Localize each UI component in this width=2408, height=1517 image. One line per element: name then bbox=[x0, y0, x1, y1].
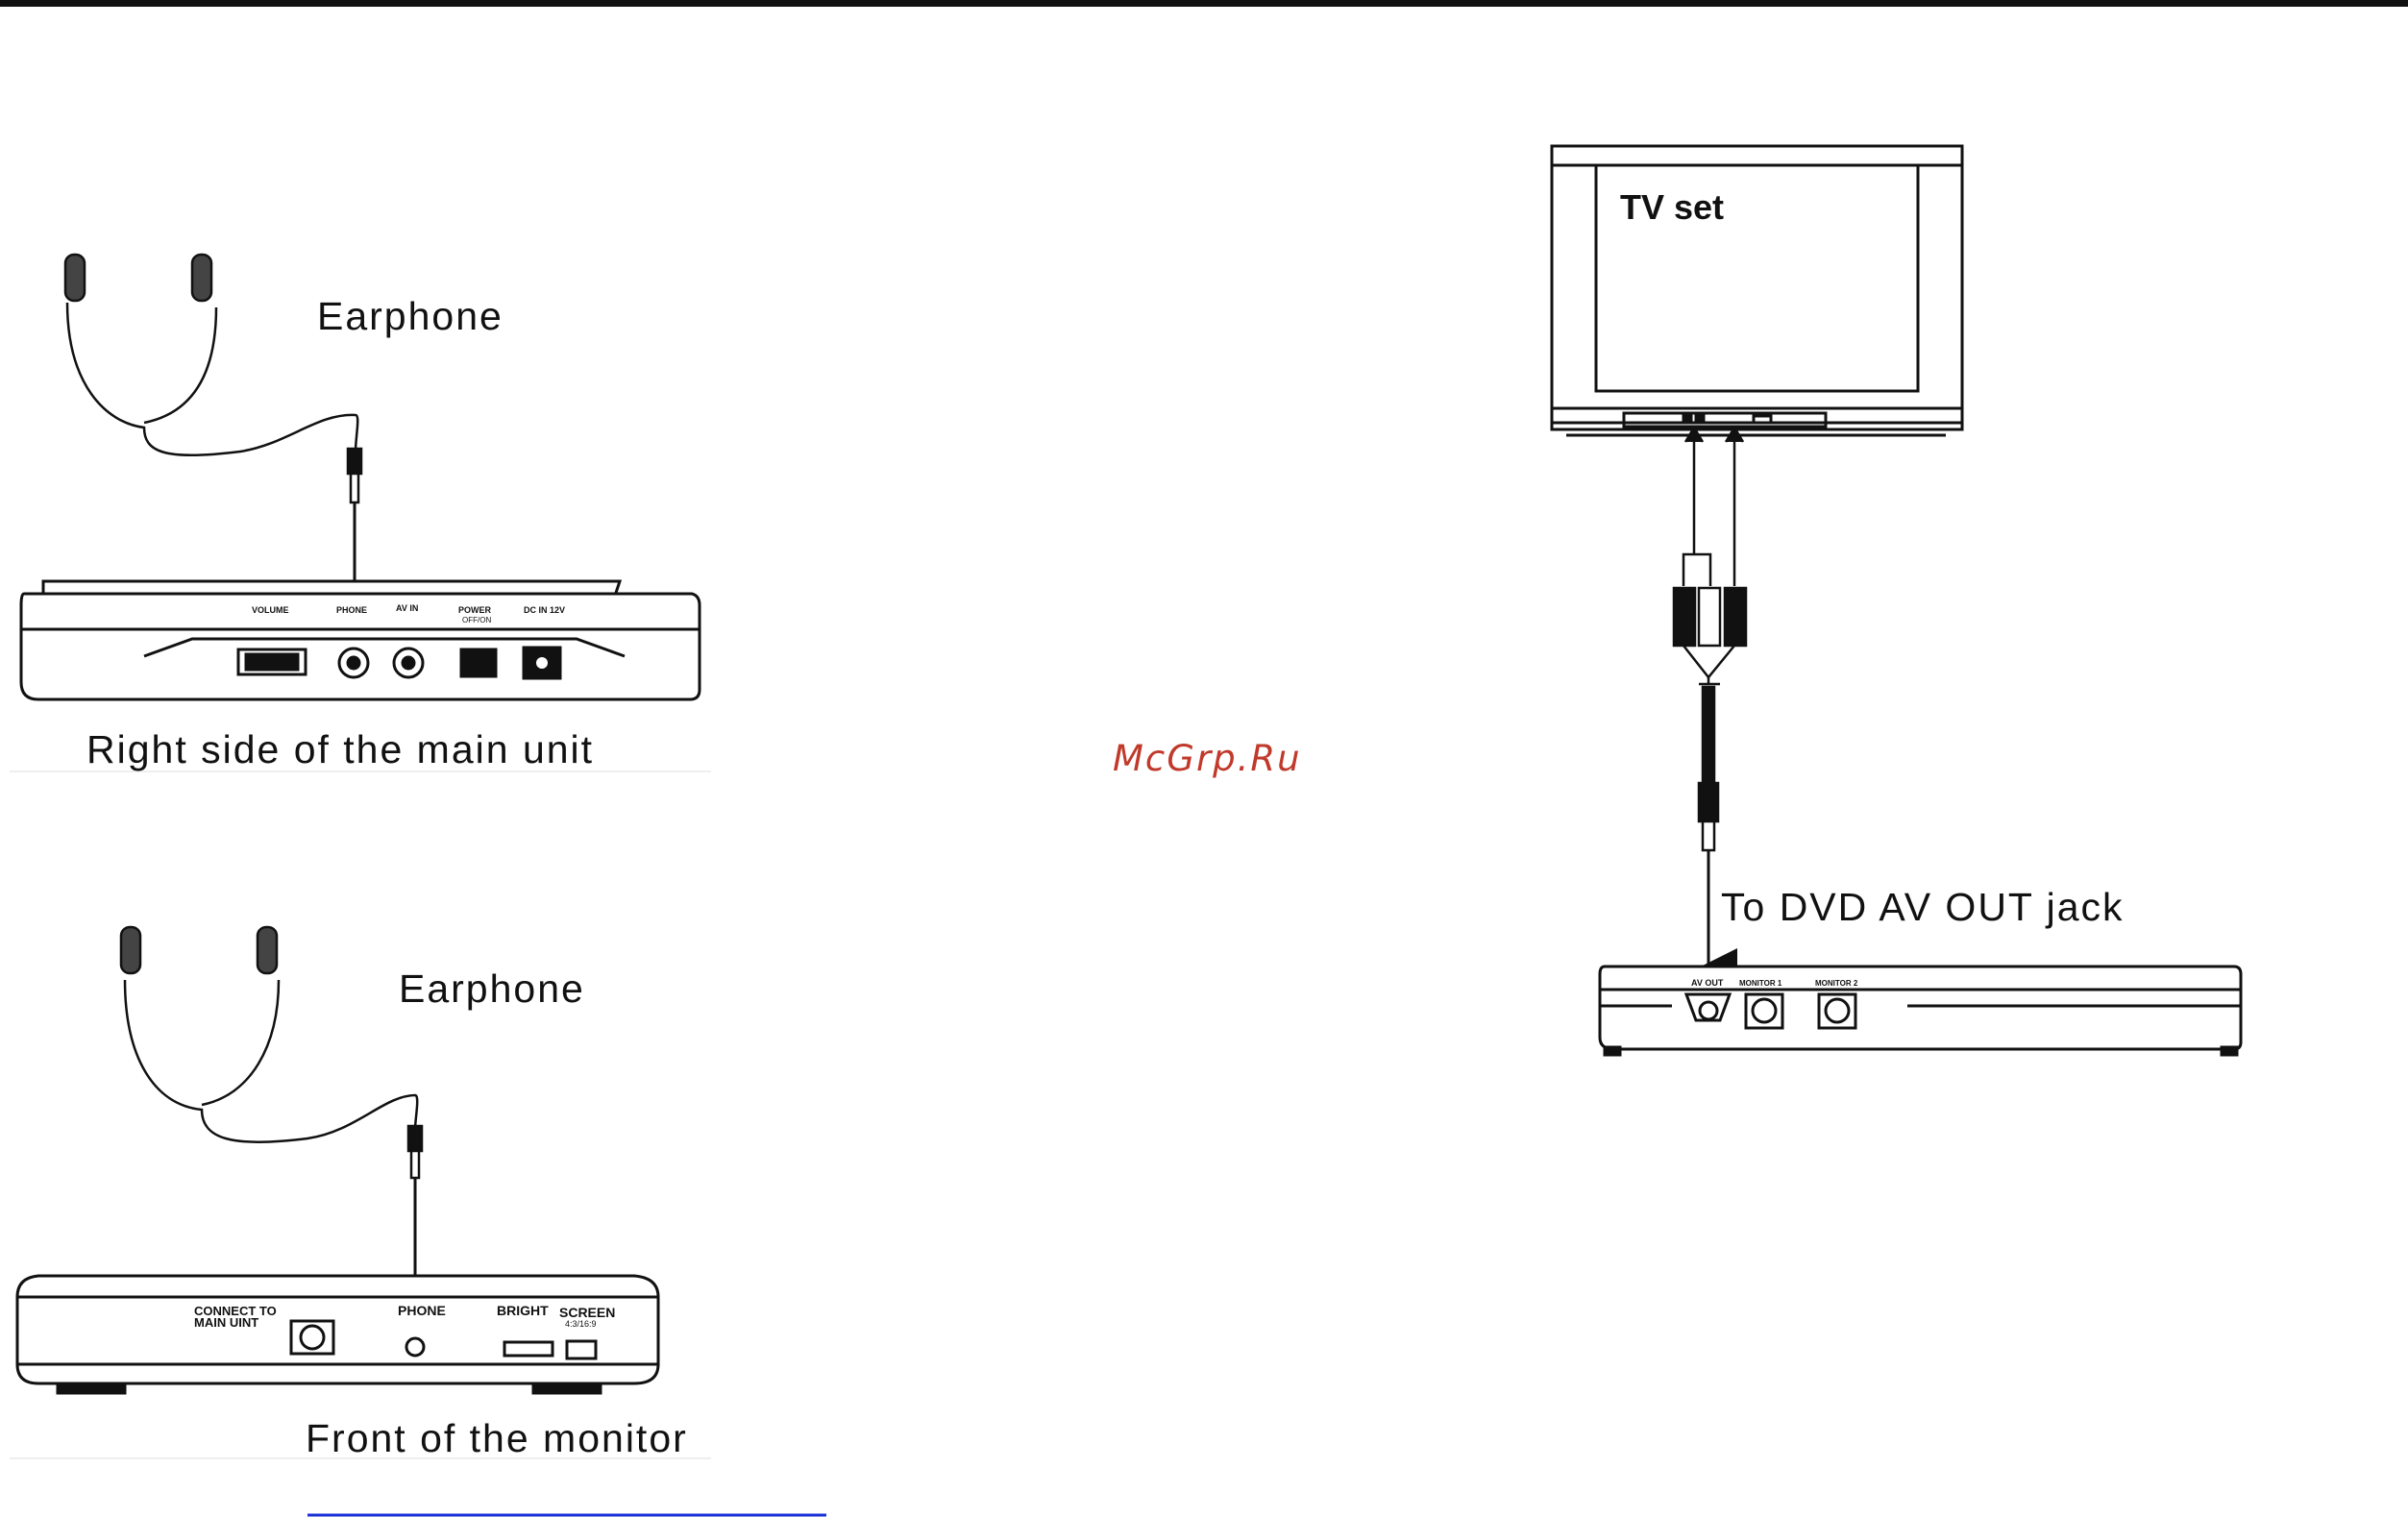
monitor-front-caption: Front of the monitor bbox=[306, 1416, 688, 1461]
dvd-av-out-label: To DVD AV OUT jack bbox=[1721, 885, 2125, 930]
monitor-front bbox=[17, 1276, 658, 1393]
tv-set-icon bbox=[1552, 146, 1962, 435]
earphone-icon-2 bbox=[121, 927, 422, 1178]
top-border bbox=[0, 0, 2408, 7]
power-label: POWER bbox=[458, 605, 491, 615]
connect-sub-label: MAIN UINT bbox=[194, 1316, 258, 1329]
watermark: McGrp.Ru bbox=[1113, 738, 1302, 779]
earphone-label-2: Earphone bbox=[399, 966, 585, 1012]
screen-label: SCREEN bbox=[559, 1305, 615, 1320]
dc-in-label: DC IN 12V bbox=[524, 605, 565, 615]
tv-set-label: TV set bbox=[1620, 187, 1724, 228]
phone-label: PHONE bbox=[336, 605, 367, 615]
screen-sub-label: 4:3/16:9 bbox=[565, 1319, 597, 1329]
volume-label: VOLUME bbox=[252, 605, 289, 615]
monitor1-label: MONITOR 1 bbox=[1739, 979, 1781, 988]
av-out-panel-label: AV OUT bbox=[1691, 978, 1723, 988]
earphone-icon bbox=[65, 255, 361, 502]
phone-label-2: PHONE bbox=[398, 1303, 446, 1318]
right-side-caption: Right side of the main unit bbox=[86, 727, 594, 772]
earphone-label: Earphone bbox=[317, 294, 504, 339]
monitor2-label: MONITOR 2 bbox=[1815, 979, 1857, 988]
av-in-label: AV IN bbox=[396, 603, 418, 613]
bright-label: BRIGHT bbox=[497, 1303, 549, 1318]
power-sub-label: OFF/ON bbox=[462, 616, 491, 624]
av-cable-icon bbox=[1674, 428, 1746, 850]
main-unit-right-side bbox=[21, 581, 700, 699]
